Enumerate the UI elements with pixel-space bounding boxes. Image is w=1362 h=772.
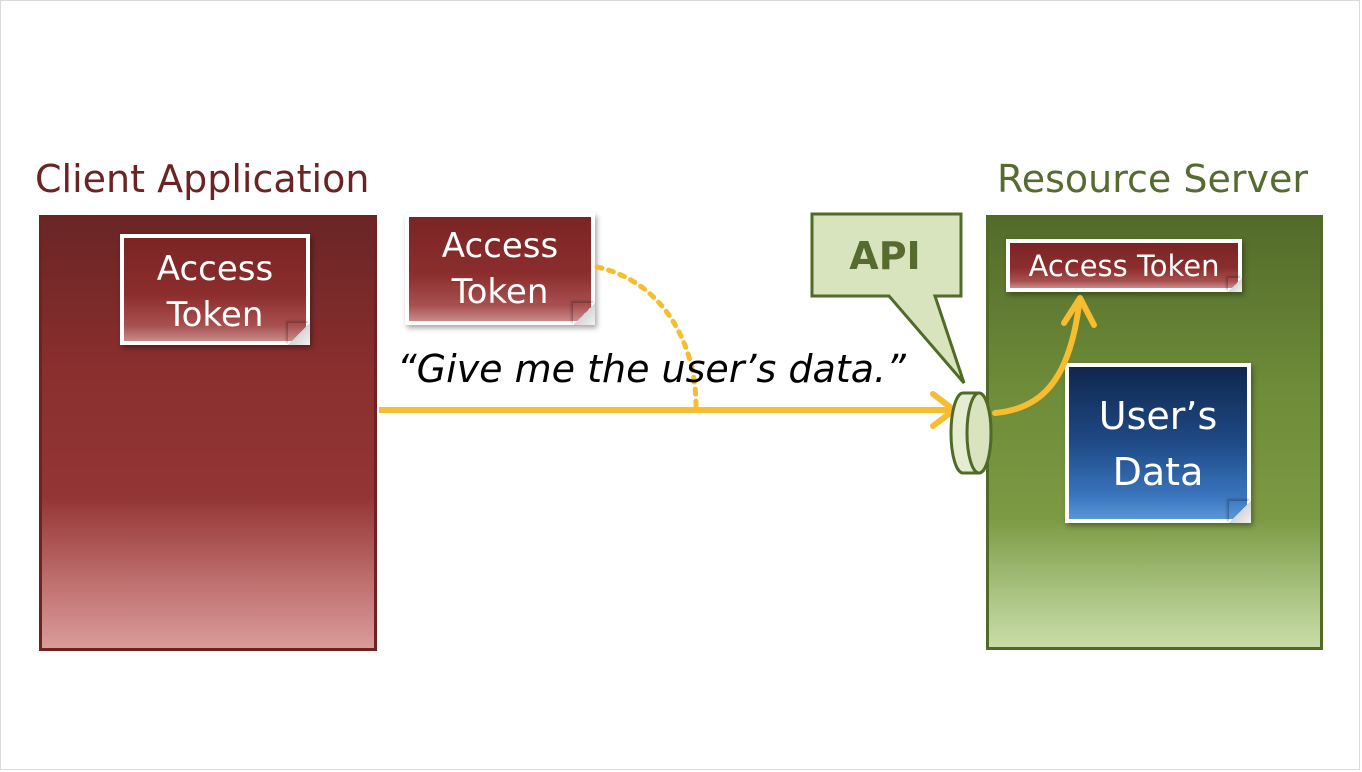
page-curl-icon [1228, 278, 1242, 292]
page-curl-icon [573, 303, 595, 325]
token-dotted-curve [594, 264, 699, 409]
sent-access-token: Access Token [405, 213, 595, 325]
users-data-line1: User’s [1098, 394, 1218, 438]
api-label: API [849, 234, 920, 278]
request-message: “Give me the user’s data.” [397, 347, 906, 391]
client-access-token: Access Token [120, 234, 310, 345]
page-curl-icon [288, 323, 310, 345]
server-token-label: Access Token [1028, 249, 1220, 283]
users-data-line2: Data [1112, 450, 1204, 494]
api-callout-bubble [810, 212, 966, 384]
users-data-document: User’s Data [1065, 363, 1251, 523]
server-access-token: Access Token [1006, 239, 1242, 292]
client-token-line1: Access [156, 249, 274, 289]
client-token-line2: Token [166, 295, 264, 335]
validation-arrow-head [1061, 295, 1097, 328]
sent-token-line1: Access [441, 226, 559, 266]
api-port-face [965, 391, 993, 475]
client-application-heading: Client Application [35, 157, 370, 201]
validation-arrow-curve [992, 302, 1082, 416]
resource-server-heading: Resource Server [997, 157, 1308, 201]
page-curl-icon [1229, 501, 1251, 523]
sent-token-line2: Token [451, 272, 549, 312]
